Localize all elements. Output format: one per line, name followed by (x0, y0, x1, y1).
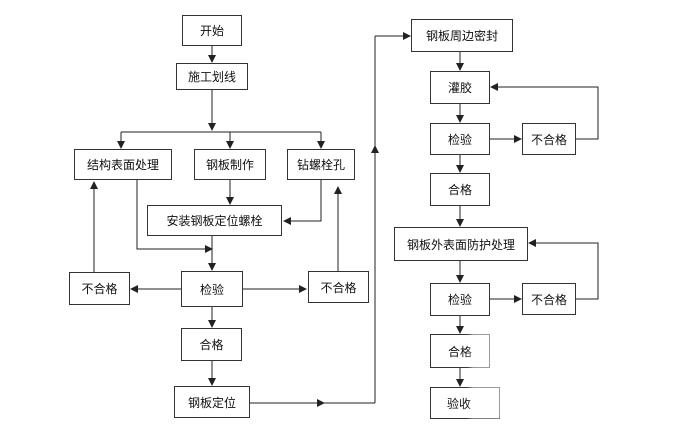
edge-sealing-node: 钢板周边密封 (411, 19, 513, 52)
qualified-main-node: 合格 (181, 328, 242, 361)
install-bolts-node: 安装钢板定位螺栓 (147, 205, 282, 236)
start-node: 开始 (182, 15, 242, 46)
unqualified-grout-node: 不合格 (522, 123, 576, 155)
surface-protection-node: 钢板外表面防护处理 (394, 227, 528, 261)
grouting-node: 灌胶 (430, 71, 490, 104)
plate-positioning-node: 钢板定位 (174, 386, 250, 418)
drill-bolt-holes-node: 钻螺栓孔 (287, 149, 355, 180)
inspection-grout-node: 检验 (430, 123, 490, 155)
unqualified-final-node: 不合格 (522, 283, 576, 315)
inspection-final-node: 检验 (430, 283, 490, 316)
inspection-main-node: 检验 (181, 271, 243, 307)
qualified-grout-node: 合格 (430, 173, 490, 206)
unqualified-right-node: 不合格 (308, 271, 369, 303)
plate-fabrication-node: 钢板制作 (194, 149, 266, 180)
watermark-haze (470, 325, 620, 420)
unqualified-left-node: 不合格 (69, 272, 130, 305)
surface-treatment-node: 结构表面处理 (74, 149, 172, 180)
construction-line-node: 施工划线 (176, 63, 248, 90)
